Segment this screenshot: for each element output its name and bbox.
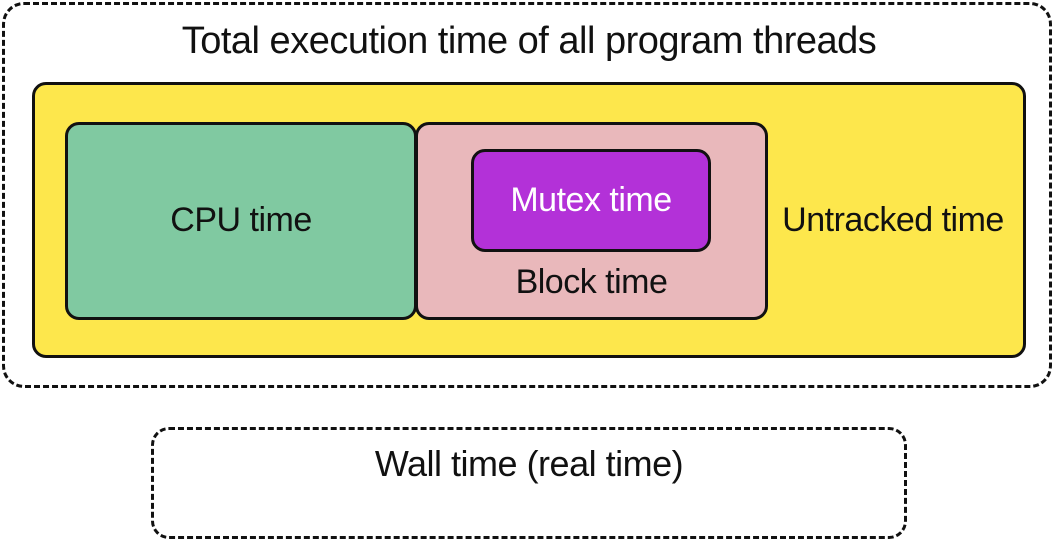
mutex-time-box (471, 149, 711, 252)
mutex-time-label: Mutex time (510, 181, 672, 219)
diagram-title: Total execution time of all program thre… (181, 20, 877, 62)
total-execution-time-boundary (2, 2, 1052, 388)
cpu-time-label: CPU time (170, 201, 312, 239)
wall-time-label: Wall time (real time) (374, 443, 684, 484)
cpu-time-box (65, 122, 417, 320)
block-time-label: Block time (515, 263, 668, 301)
untracked-time-label: Untracked time (782, 201, 1004, 239)
wall-time-box (151, 427, 907, 539)
